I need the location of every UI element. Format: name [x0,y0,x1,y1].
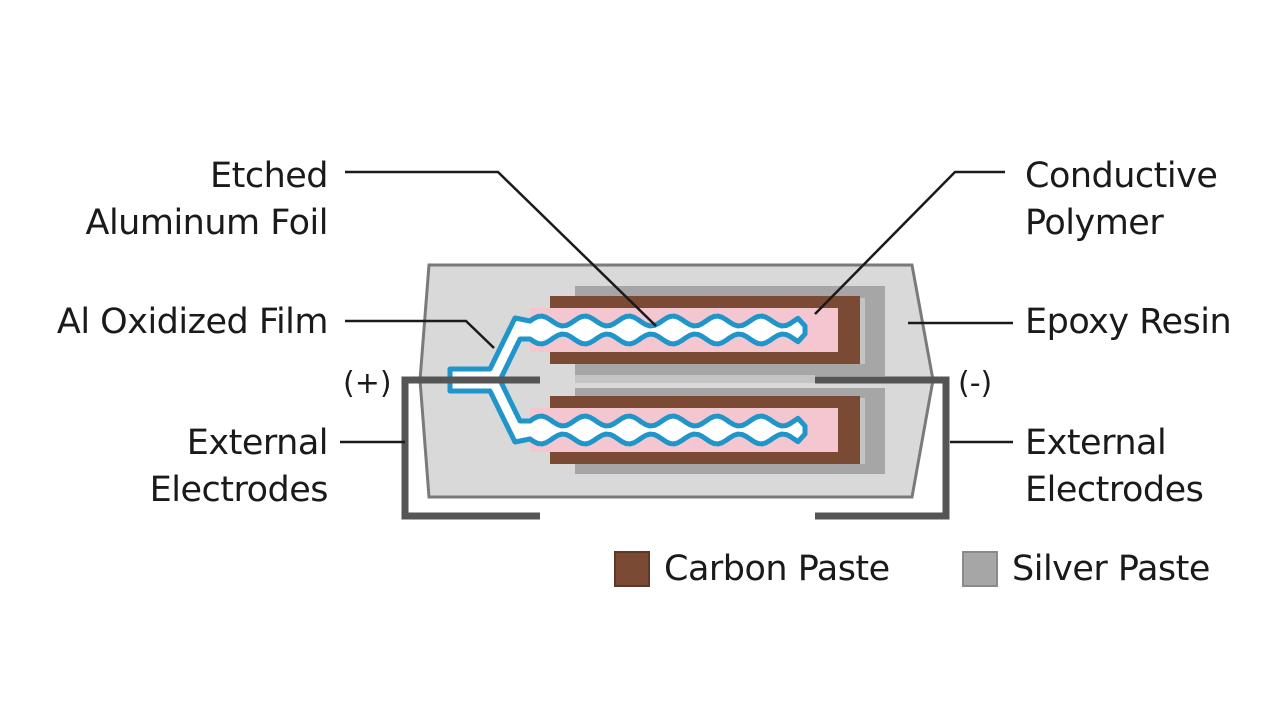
legend-label: Silver Paste [1012,549,1210,589]
label-external-electrodes-right: External Electrodes [1025,423,1204,510]
legend-label: Carbon Paste [664,549,890,589]
label-epoxy-resin: Epoxy Resin [1025,302,1232,342]
cathode-external-electrode [815,376,950,520]
cathode-internal-lead [575,375,815,383]
leader-conductive-polymer [814,170,1005,315]
leader-lines [340,170,1013,444]
anode-external-electrode [401,376,540,520]
label-conductive-polymer: Conductive Polymer [1025,156,1218,243]
cathode-polarity-mark: (-) [958,366,993,401]
anode-polarity-mark: (+) [343,366,392,401]
leader-oxidized-film [345,319,495,349]
etched-foil-shape [447,313,808,447]
label-external-electrodes-left: External Electrodes [149,423,329,510]
legend-silver-paste: Silver Paste [962,549,1210,589]
label-al-oxidized-film: Al Oxidized Film [56,302,329,342]
label-etched-aluminum-foil: Etched Aluminum Foil [85,156,329,243]
carbon-paste-swatch [614,551,650,587]
legend-carbon-paste: Carbon Paste [614,549,890,589]
leader-etched-foil [345,170,657,327]
etched-aluminum-foil [447,313,808,447]
silver-paste-swatch [962,551,998,587]
